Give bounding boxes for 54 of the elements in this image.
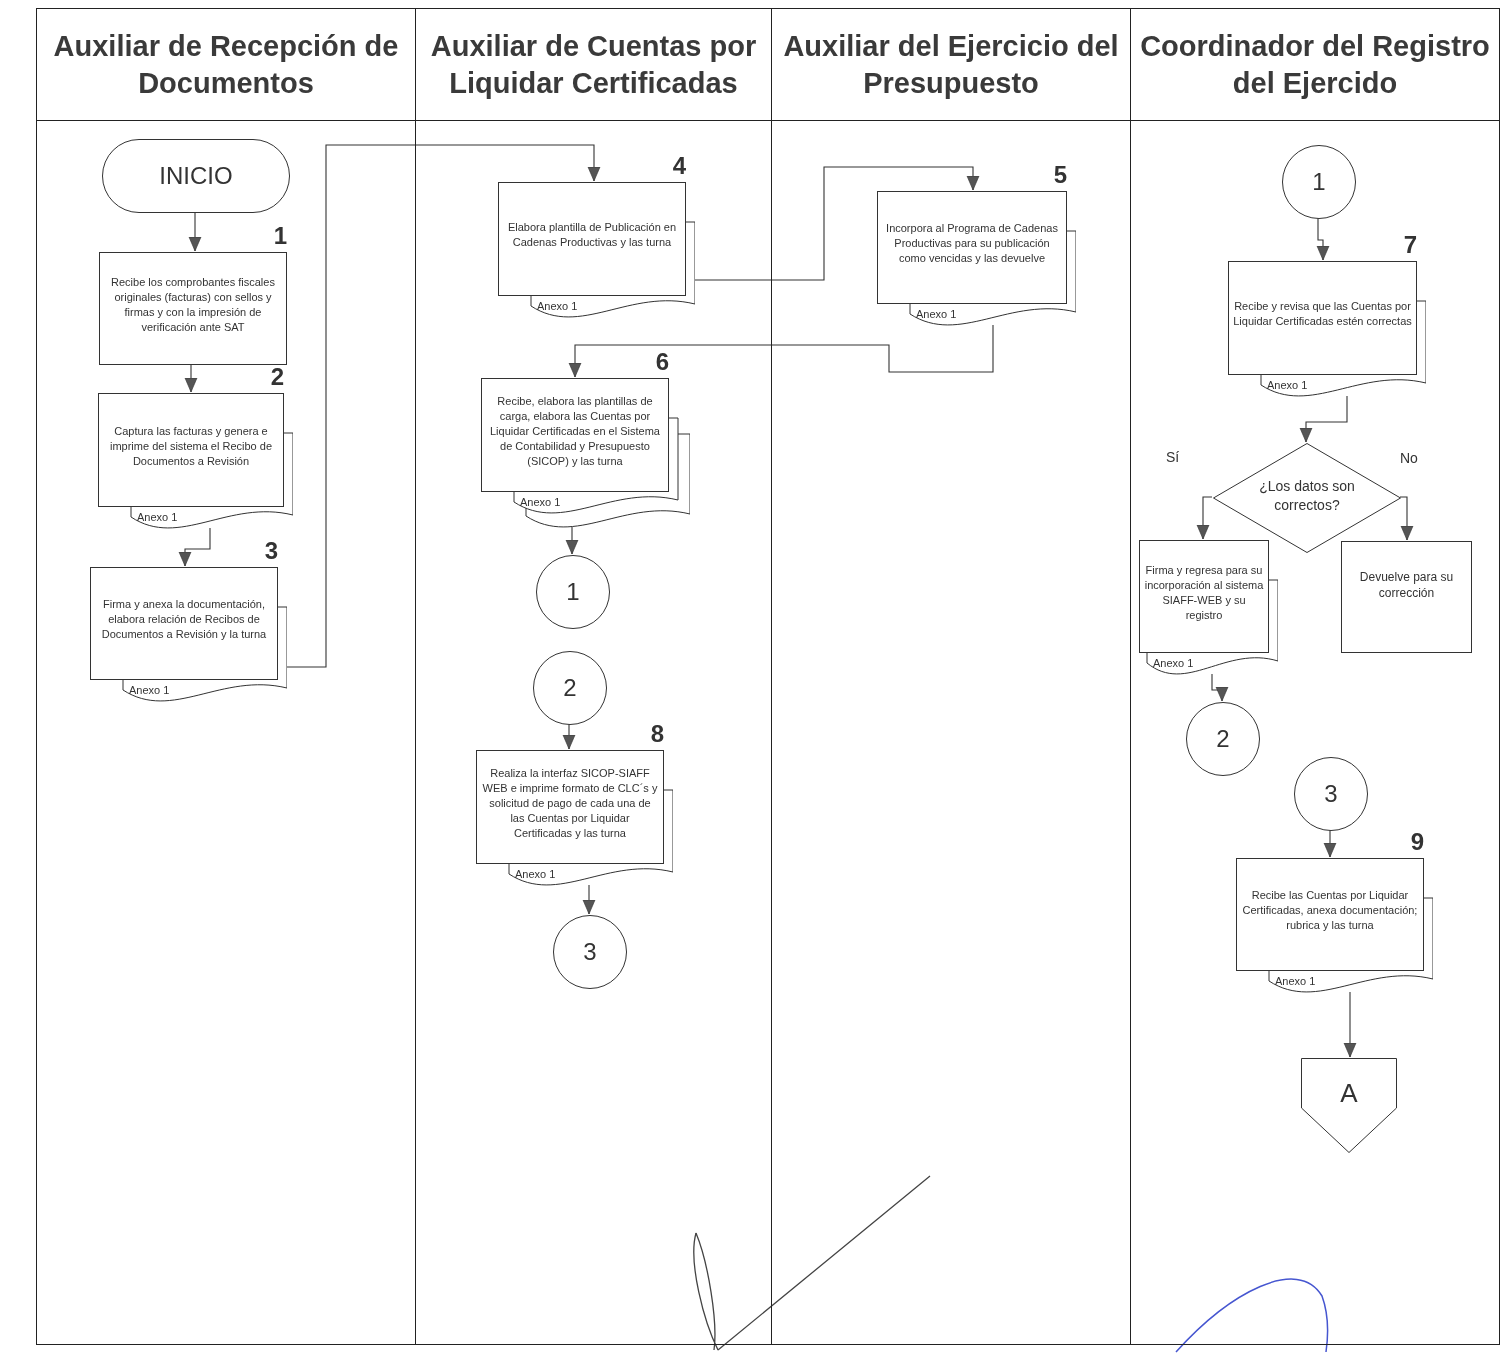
step-text: Firma y regresa para su incorporación al sistema SIAFF-WEB y su registro bbox=[1144, 562, 1264, 623]
annex-label: Anexo 1 bbox=[1275, 974, 1316, 988]
step-number: 2 bbox=[269, 365, 284, 389]
swimlane bbox=[1130, 8, 1500, 1345]
step-text: Captura las facturas y genera e imprime del sistema el Recibo de Documentos a Revisión bbox=[109, 423, 273, 469]
step-text: Recibe las Cuentas por Liquidar Certificadas, anexa documentación; rubrica y las turna bbox=[1241, 888, 1419, 933]
step-text: Recibe, elabora las plantillas de carga, elabora las Cuentas por Liquidar Certificadas en el Sistema de Contabilidad y Presupuesto (SICOP) y las turna bbox=[489, 393, 661, 469]
arrow bbox=[582, 884, 596, 915]
arrow bbox=[184, 363, 198, 393]
swimlane bbox=[771, 8, 1131, 1345]
arrow bbox=[568, 324, 994, 378]
annex-label: Anexo 1 bbox=[916, 307, 957, 321]
annex-label: Anexo 1 bbox=[520, 495, 561, 509]
annex-label: Anexo 1 bbox=[129, 683, 170, 697]
step-text: Firma y anexa la documentación, elabora relación de Recibos de Documentos a Revisión y la turna bbox=[100, 597, 268, 642]
step-number: 7 bbox=[1402, 233, 1417, 257]
step-text: Incorpora al Programa de Cadenas Productivas para su publicación como vencidas y las devuelve bbox=[885, 221, 1059, 266]
arrow bbox=[1299, 395, 1348, 443]
swimlane bbox=[415, 8, 772, 1345]
step-number: 6 bbox=[654, 350, 669, 374]
step-number: 5 bbox=[1052, 163, 1067, 187]
lane-header: Coordinador del Registro del Ejercido bbox=[1131, 9, 1499, 121]
annex-label: Anexo 1 bbox=[1153, 656, 1194, 670]
step-text: Realiza la interfaz SICOP-SIAFF WEB e imprime formato de CLC´s y solicitud de pago de cada una de las Cuentas por Liquidar Certificadas y las turna bbox=[481, 765, 659, 841]
arrow bbox=[1196, 496, 1213, 540]
step-number: 8 bbox=[649, 722, 664, 746]
arrow bbox=[1316, 217, 1330, 261]
arrow bbox=[1323, 829, 1337, 858]
lane-header: Auxiliar de Recepción de Documentos bbox=[37, 9, 415, 121]
step-number: 1 bbox=[272, 224, 287, 248]
decision-text: ¿Los datos son correctos? bbox=[1258, 477, 1356, 515]
arrow bbox=[178, 527, 211, 567]
step-text: Elabora plantilla de Publicación en Cadenas Productivas y las turna bbox=[506, 220, 678, 250]
step-text: Recibe y revisa que las Cuentas por Liquidar Certificadas estén correctas bbox=[1233, 299, 1412, 329]
lane-header: Auxiliar de Cuentas por Liquidar Certificadas bbox=[416, 9, 771, 121]
connector-letter: A bbox=[1339, 1078, 1359, 1108]
annex-label: Anexo 1 bbox=[537, 299, 578, 313]
process-box: Recibe los comprobantes fiscales originales (facturas) con sellos y firmas y con la impresión de verificación ante SAT bbox=[99, 252, 287, 365]
lane-header: Auxiliar del Ejercicio del Presupuesto bbox=[772, 9, 1130, 121]
annex-label: Anexo 1 bbox=[1267, 378, 1308, 392]
process-box: Devuelve para su corrección bbox=[1341, 541, 1472, 653]
annex-label: Anexo 1 bbox=[515, 867, 556, 881]
arrow bbox=[562, 723, 576, 750]
arrow bbox=[1343, 991, 1357, 1058]
arrow bbox=[188, 211, 202, 252]
annex-label: Anexo 1 bbox=[137, 510, 178, 524]
arrow bbox=[1399, 496, 1414, 541]
arrow bbox=[1211, 673, 1229, 702]
step-number: 9 bbox=[1409, 830, 1424, 854]
arrow bbox=[565, 526, 579, 555]
swimlane bbox=[36, 8, 416, 1345]
step-number: 4 bbox=[671, 154, 686, 178]
step-number: 3 bbox=[263, 539, 278, 563]
start-terminal: INICIO bbox=[102, 139, 290, 213]
